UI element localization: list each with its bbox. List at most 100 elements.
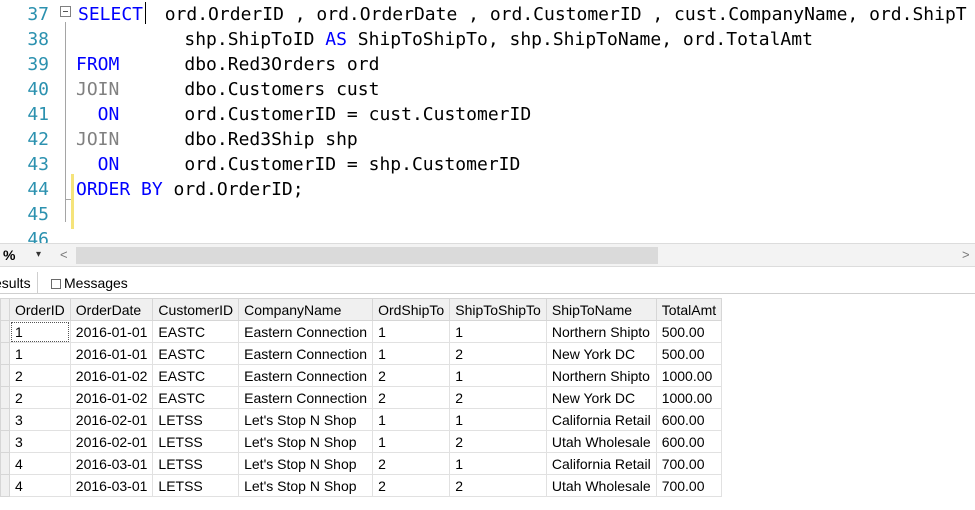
grid-cell[interactable]: 2 — [449, 430, 547, 453]
scroll-left-icon[interactable]: < — [60, 247, 68, 262]
grid-cell[interactable]: 2016-03-01 — [69, 452, 154, 475]
code-line[interactable]: 38 shp.ShipToID AS ShipToShipTo, shp.Shi… — [0, 27, 975, 52]
row-header[interactable] — [0, 364, 10, 387]
grid-cell[interactable]: 2 — [449, 386, 547, 409]
grid-cell[interactable]: 600.00 — [655, 408, 723, 431]
grid-cell[interactable]: New York DC — [545, 342, 657, 365]
grid-cell[interactable]: 1000.00 — [655, 364, 723, 387]
grid-cell[interactable]: 1 — [9, 342, 71, 365]
grid-cell[interactable]: Let's Stop N Shop — [238, 430, 374, 453]
zoom-dropdown-icon[interactable]: ▾ — [36, 249, 42, 260]
code-line[interactable]: 46 — [0, 227, 975, 243]
code-line[interactable]: 41 ON ord.CustomerID = cust.CustomerID — [0, 102, 975, 127]
grid-cell[interactable]: 2016-01-02 — [69, 364, 154, 387]
grid-cell[interactable]: Northern Shipto — [545, 364, 657, 387]
grid-cell[interactable]: 2016-01-01 — [69, 320, 154, 343]
grid-cell[interactable]: Eastern Connection — [238, 386, 374, 409]
grid-cell[interactable]: 4 — [9, 452, 71, 475]
row-header[interactable] — [0, 342, 10, 365]
column-header[interactable]: CompanyName — [238, 298, 374, 321]
scroll-right-icon[interactable]: > — [962, 247, 970, 262]
column-header[interactable]: OrderID — [9, 298, 71, 321]
grid-cell[interactable]: 1 — [449, 320, 547, 343]
zoom-level[interactable]: % — [3, 247, 16, 263]
grid-cell[interactable]: 600.00 — [655, 430, 723, 453]
grid-cell[interactable]: LETSS — [152, 430, 240, 453]
grid-cell[interactable]: 2016-01-01 — [69, 342, 154, 365]
grid-cell[interactable]: Eastern Connection — [238, 364, 374, 387]
grid-cell[interactable]: 2 — [449, 342, 547, 365]
grid-cell[interactable]: Utah Wholesale — [545, 430, 657, 453]
grid-cell[interactable]: 1 — [372, 342, 451, 365]
grid-cell[interactable]: California Retail — [545, 408, 657, 431]
grid-cell[interactable]: 3 — [9, 430, 71, 453]
code-line[interactable]: 43 ON ord.CustomerID = shp.CustomerID — [0, 152, 975, 177]
tab-messages[interactable]: Messages — [51, 272, 128, 294]
row-header-corner[interactable] — [0, 298, 10, 321]
collapse-region-icon[interactable] — [60, 6, 71, 17]
grid-cell[interactable]: 700.00 — [655, 452, 723, 475]
grid-cell[interactable]: 2 — [372, 474, 451, 497]
horizontal-scrollbar-thumb[interactable] — [76, 247, 658, 264]
grid-cell[interactable]: 1000.00 — [655, 386, 723, 409]
grid-cell[interactable]: 1 — [449, 408, 547, 431]
grid-cell[interactable]: Let's Stop N Shop — [238, 408, 374, 431]
grid-cell[interactable]: 500.00 — [655, 342, 723, 365]
grid-cell[interactable]: EASTC — [152, 364, 240, 387]
grid-cell[interactable]: 1 — [449, 364, 547, 387]
grid-cell[interactable]: 2 — [372, 364, 451, 387]
grid-cell[interactable]: 1 — [372, 408, 451, 431]
code-line[interactable]: 45 — [0, 202, 975, 227]
grid-cell[interactable]: 1 — [372, 320, 451, 343]
grid-cell[interactable]: EASTC — [152, 342, 240, 365]
grid-cell[interactable]: LETSS — [152, 452, 240, 475]
grid-cell[interactable]: 1 — [372, 430, 451, 453]
grid-cell[interactable]: California Retail — [545, 452, 657, 475]
grid-cell[interactable]: 1 — [9, 320, 71, 343]
grid-cell[interactable]: 2016-02-01 — [69, 430, 154, 453]
grid-cell[interactable]: New York DC — [545, 386, 657, 409]
tab-results[interactable]: esults — [0, 272, 38, 294]
grid-cell[interactable]: EASTC — [152, 386, 240, 409]
grid-cell[interactable]: 2 — [9, 364, 71, 387]
column-header[interactable]: ShipToName — [545, 298, 657, 321]
grid-cell[interactable]: 1 — [449, 452, 547, 475]
row-header[interactable] — [0, 408, 10, 431]
grid-cell[interactable]: Eastern Connection — [238, 320, 374, 343]
column-header[interactable]: OrdShipTo — [372, 298, 451, 321]
grid-cell[interactable]: 2 — [449, 474, 547, 497]
grid-cell[interactable]: 2016-01-02 — [69, 386, 154, 409]
grid-cell[interactable]: 2016-02-01 — [69, 408, 154, 431]
column-header[interactable]: TotalAmt — [655, 298, 723, 321]
grid-cell[interactable]: LETSS — [152, 474, 240, 497]
grid-cell[interactable]: 500.00 — [655, 320, 723, 343]
grid-cell[interactable]: EASTC — [152, 320, 240, 343]
grid-cell[interactable]: 4 — [9, 474, 71, 497]
grid-cell[interactable]: Let's Stop N Shop — [238, 474, 374, 497]
grid-cell[interactable]: Utah Wholesale — [545, 474, 657, 497]
row-header[interactable] — [0, 386, 10, 409]
grid-cell[interactable]: 2 — [372, 386, 451, 409]
row-header[interactable] — [0, 474, 10, 497]
column-header[interactable]: CustomerID — [152, 298, 240, 321]
grid-cell[interactable]: LETSS — [152, 408, 240, 431]
row-header[interactable] — [0, 430, 10, 453]
grid-cell[interactable]: 3 — [9, 408, 71, 431]
grid-cell[interactable]: 2 — [372, 452, 451, 475]
column-header[interactable]: ShipToShipTo — [449, 298, 547, 321]
grid-cell[interactable]: Eastern Connection — [238, 342, 374, 365]
column-header[interactable]: OrderDate — [69, 298, 154, 321]
